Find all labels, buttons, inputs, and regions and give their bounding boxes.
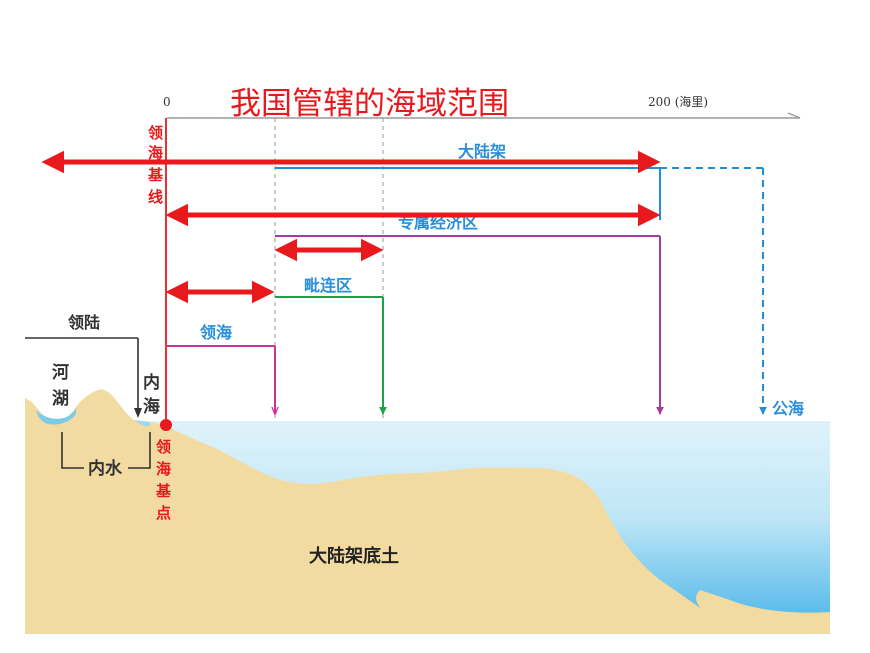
- baseline-char-1: 领: [147, 124, 163, 142]
- seabed-subsoil-label: 大陆架底土: [309, 545, 399, 567]
- territorial-sea-label: 领海: [200, 323, 232, 342]
- baseline-char-3: 基: [147, 166, 164, 184]
- eez-zone: 专属经济区: [275, 213, 664, 415]
- high-seas-label: 公海: [772, 399, 804, 418]
- zone-extent-arrows: [41, 150, 661, 304]
- basepoint-char-3: 基: [155, 482, 172, 500]
- baseline-label: 领 海 基 线: [147, 124, 164, 206]
- river-lake-label: 河 湖: [52, 363, 69, 409]
- land-territory-label: 领陆: [68, 313, 100, 332]
- baseline-char-4: 线: [148, 188, 163, 206]
- basepoint-char-1: 领: [155, 438, 171, 456]
- axis-origin-label: 0: [163, 95, 171, 109]
- territorial-sea-zone: 领海: [166, 323, 275, 414]
- inland-sea-label: 内 海: [143, 372, 160, 417]
- contiguous-zone: 毗连区: [275, 276, 387, 415]
- basepoint-label: 领 海 基 点: [155, 438, 172, 522]
- inland-sea-char-2: 海: [143, 396, 160, 417]
- basepoint-char-2: 海: [156, 460, 171, 478]
- internal-waters-label: 内水: [88, 458, 123, 479]
- contiguous-zone-label: 毗连区: [304, 276, 352, 295]
- internal-waters-bracket: 内水: [61, 432, 151, 479]
- land-and-seabed: [25, 389, 830, 634]
- basepoint-char-4: 点: [156, 504, 171, 522]
- land-territory-bracket: 领陆: [25, 313, 142, 418]
- distance-axis: 0 200 (海里): [163, 94, 801, 119]
- river-lake-char-1: 河: [52, 363, 69, 383]
- diagram-title: 我国管辖的海域范围: [230, 86, 509, 122]
- baseline-char-2: 海: [148, 144, 163, 162]
- axis-end-label: 200 (海里): [648, 94, 708, 109]
- river-lake-char-2: 湖: [52, 389, 69, 409]
- inland-sea-char-1: 内: [143, 372, 160, 393]
- continental-shelf-label: 大陆架: [458, 142, 506, 161]
- basepoint-marker: [160, 419, 172, 431]
